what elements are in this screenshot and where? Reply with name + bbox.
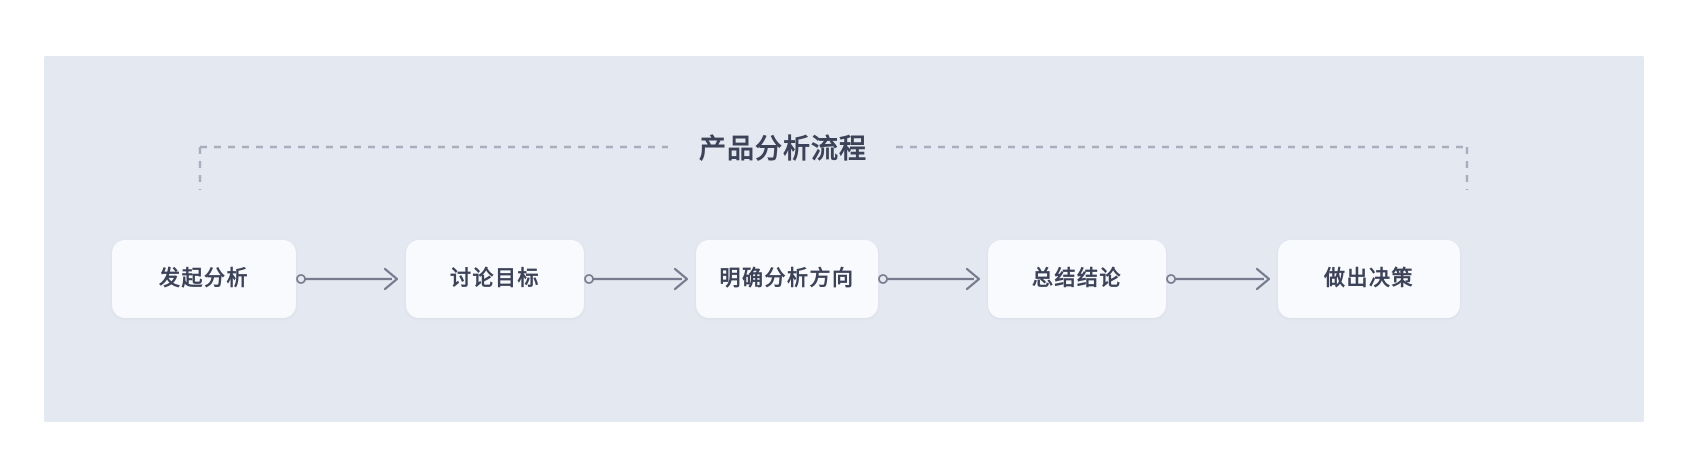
flow-node-5-label: 做出决策 xyxy=(1324,267,1414,290)
connector-start-dot-icon xyxy=(584,274,594,284)
flow-node-3[interactable]: 明确分析方向 xyxy=(696,240,878,318)
connector-arrowhead-icon xyxy=(1255,267,1271,291)
flow-node-4-label: 总结结论 xyxy=(1032,267,1122,290)
flow-title-text: 产品分析流程 xyxy=(673,130,893,168)
flow-node-1-label: 发起分析 xyxy=(159,267,249,290)
flow-connector-2 xyxy=(584,264,696,294)
flow-node-5[interactable]: 做出决策 xyxy=(1278,240,1460,318)
connector-start-dot-icon xyxy=(878,274,888,284)
flow-connector-3 xyxy=(878,264,988,294)
flow-connector-1 xyxy=(296,264,406,294)
connector-arrowhead-icon xyxy=(965,267,981,291)
diagram-panel xyxy=(44,56,1644,422)
connector-arrowhead-icon xyxy=(673,267,689,291)
connector-start-dot-icon xyxy=(1166,274,1176,284)
flow-node-1[interactable]: 发起分析 xyxy=(112,240,296,318)
flow-connector-4 xyxy=(1166,264,1278,294)
connector-start-dot-icon xyxy=(296,274,306,284)
flow-title: 产品分析流程 xyxy=(0,130,1706,168)
flow-node-row: 发起分析 讨论目标 明确分析方向 xyxy=(112,240,1460,318)
flow-node-3-label: 明确分析方向 xyxy=(719,267,855,290)
connector-arrowhead-icon xyxy=(383,267,399,291)
flow-node-2[interactable]: 讨论目标 xyxy=(406,240,584,318)
flow-node-4[interactable]: 总结结论 xyxy=(988,240,1166,318)
flow-node-2-label: 讨论目标 xyxy=(450,267,540,290)
